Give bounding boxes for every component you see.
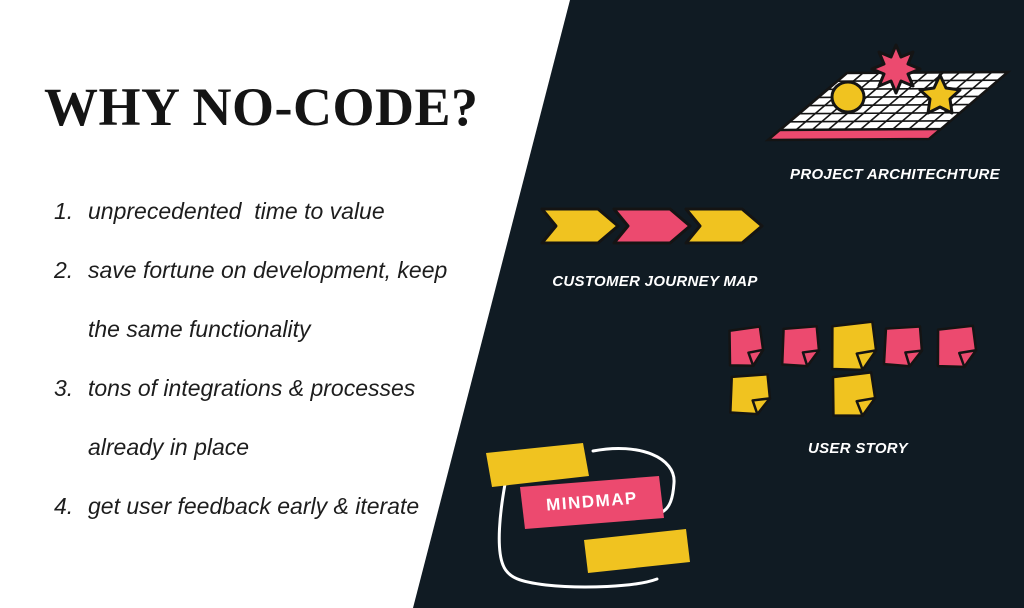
reason-line: unprecedented time to value bbox=[88, 198, 385, 224]
reason-number: 4. bbox=[54, 493, 74, 519]
circle-shape bbox=[830, 80, 866, 114]
mindmap-box-center bbox=[520, 476, 664, 529]
sticky-note bbox=[728, 325, 765, 368]
reason-item-3: 3. tons of integrations & processes alre… bbox=[54, 359, 484, 477]
sticky-notes-icon bbox=[720, 320, 990, 420]
project-architecture-label: PROJECT ARCHITECHTURE bbox=[790, 166, 1000, 183]
mindmap-box-bottom bbox=[584, 529, 690, 573]
reasons-list: 1. unprecedented time to value 2. save f… bbox=[54, 182, 484, 536]
sticky-note bbox=[830, 320, 878, 372]
reason-item-2: 2. save fortune on development, keep the… bbox=[54, 241, 484, 359]
page-title: WHY NO-CODE? bbox=[44, 77, 479, 137]
grid-plane-icon bbox=[760, 43, 1020, 155]
reason-line: get user feedback early & iterate bbox=[88, 493, 420, 519]
mindmap-box-top bbox=[486, 443, 589, 487]
sticky-note bbox=[780, 325, 821, 368]
reason-line: already in place bbox=[88, 434, 250, 460]
reason-number: 3. bbox=[54, 375, 74, 401]
five-point-star-shape bbox=[918, 73, 962, 115]
connector-line bbox=[497, 482, 659, 589]
sticky-note bbox=[831, 371, 877, 417]
reason-number: 1. bbox=[54, 198, 74, 224]
reason-number: 2. bbox=[54, 257, 74, 283]
journey-arrow bbox=[684, 207, 764, 245]
user-story-label: USER STORY bbox=[808, 440, 908, 457]
journey-arrow bbox=[540, 207, 620, 245]
sticky-note bbox=[936, 324, 978, 369]
customer-journey-map-label: CUSTOMER JOURNEY MAP bbox=[552, 273, 758, 290]
sticky-note bbox=[729, 373, 772, 416]
reason-line: save fortune on development, keep bbox=[88, 257, 448, 283]
chevron-arrows-icon bbox=[540, 207, 764, 245]
connector-line bbox=[591, 446, 676, 514]
journey-arrow bbox=[612, 207, 692, 245]
eight-point-star-shape bbox=[870, 43, 922, 95]
reason-line: tons of integrations & processes bbox=[88, 375, 416, 401]
mindmap-boxes-icon bbox=[486, 443, 690, 589]
sticky-note bbox=[882, 325, 924, 368]
reason-item-1: 1. unprecedented time to value bbox=[54, 182, 484, 241]
reason-line: the same functionality bbox=[88, 316, 311, 342]
reason-item-4: 4. get user feedback early & iterate bbox=[54, 477, 484, 536]
